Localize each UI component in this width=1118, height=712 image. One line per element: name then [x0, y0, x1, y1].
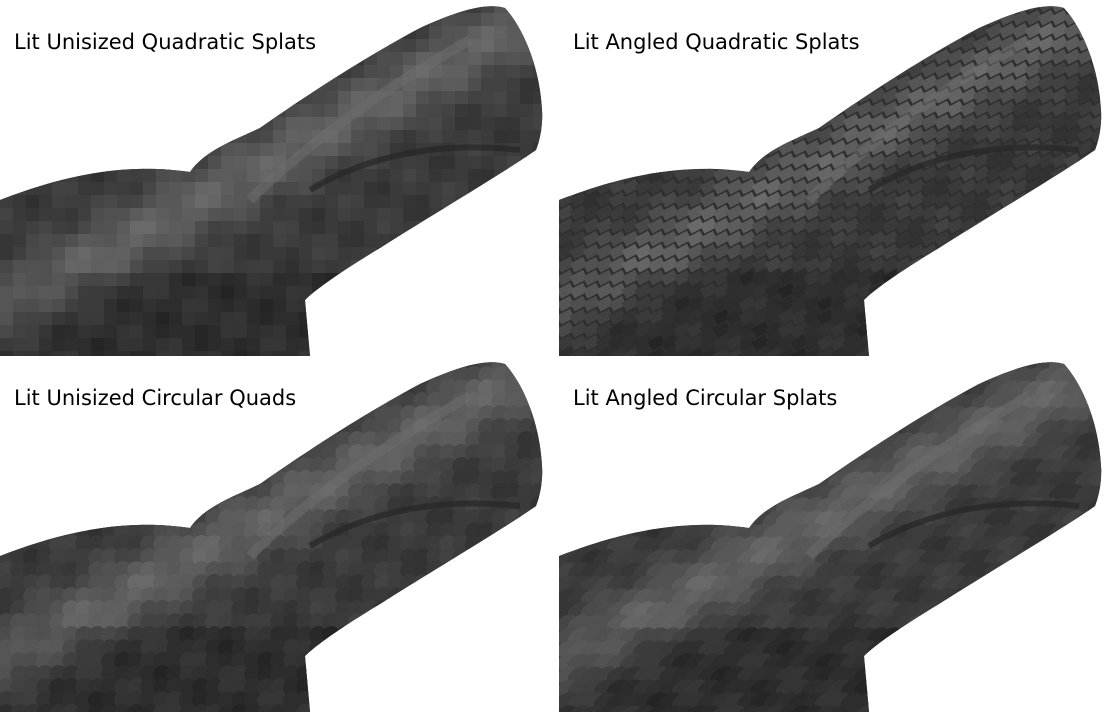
- bunny-render-angled-quadratic: [559, 6, 1102, 356]
- bunny-render-unisized-circular: [0, 362, 543, 712]
- panel-title: Lit Unisized Circular Quads: [14, 386, 297, 410]
- bunny-render-angled-circular: [559, 362, 1102, 712]
- ear-crease: [867, 144, 1080, 193]
- panel-angled-quadratic: Lit Angled Quadratic Splats: [559, 0, 1104, 356]
- ear-ridge-highlight: [246, 391, 473, 560]
- ear-ridge-highlight: [805, 391, 1032, 560]
- ear-crease: [308, 500, 521, 549]
- ear-crease: [867, 500, 1080, 549]
- panel-title: Lit Unisized Quadratic Splats: [14, 30, 317, 54]
- ear-ridge-highlight: [805, 35, 1032, 204]
- panel-title: Lit Angled Circular Splats: [573, 386, 838, 410]
- bunny-render-unisized-quadratic: [0, 6, 543, 356]
- panel-unisized-circular: Lit Unisized Circular Quads: [0, 356, 545, 712]
- panel-unisized-quadratic: Lit Unisized Quadratic Splats: [0, 0, 545, 356]
- ear-ridge-highlight: [246, 35, 473, 204]
- ear-crease: [308, 144, 521, 193]
- panel-title: Lit Angled Quadratic Splats: [573, 30, 860, 54]
- panel-angled-circular: Lit Angled Circular Splats: [559, 356, 1104, 712]
